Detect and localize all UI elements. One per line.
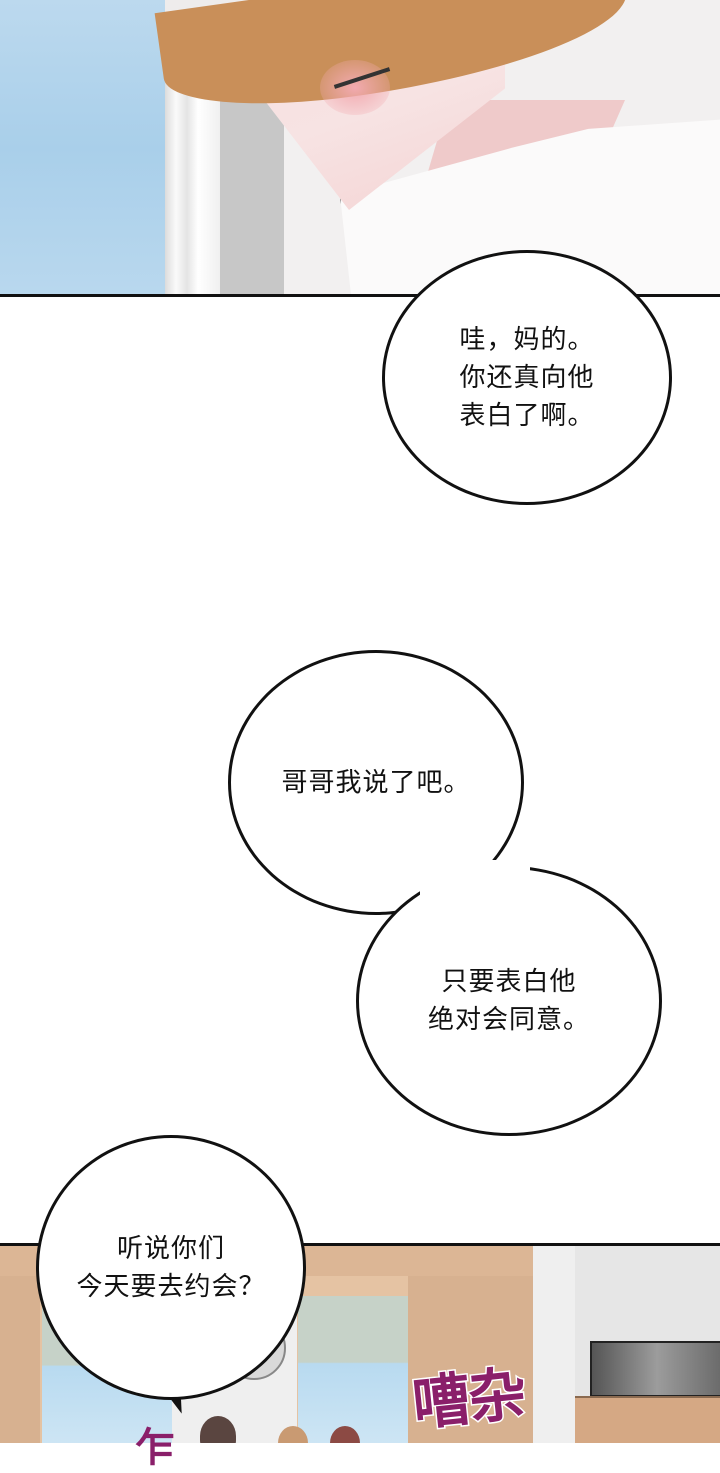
bubble-text-line: 哥哥我说了吧。 bbox=[281, 767, 471, 798]
panel-border bbox=[0, 294, 720, 297]
window bbox=[298, 1296, 408, 1443]
bubble-text-line: 你还真向他 bbox=[459, 362, 595, 393]
person-head bbox=[278, 1426, 308, 1443]
sound-effect-text: 嘈杂 bbox=[408, 1358, 530, 1440]
monitor bbox=[590, 1341, 720, 1397]
sound-effect-partial: 乍 bbox=[135, 1425, 175, 1471]
person-head bbox=[330, 1426, 360, 1443]
column bbox=[533, 1246, 575, 1443]
bubble-text-line: 今天要去约会？ bbox=[76, 1271, 266, 1302]
counter bbox=[575, 1396, 720, 1443]
bubble-text-line: 绝对会同意。 bbox=[427, 1005, 590, 1035]
speech-bubble-3: 听说你们 今天要去约会？ bbox=[36, 1135, 306, 1400]
bubble-text-line: 表白了啊。 bbox=[459, 400, 595, 431]
speech-bubble-1: 哇，妈的。 你还真向他 表白了啊。 bbox=[382, 250, 672, 505]
bubble-text-line: 只要表白他 bbox=[441, 967, 577, 997]
bubble-connector bbox=[420, 860, 530, 920]
bubble-text-line: 哇，妈的。 bbox=[459, 324, 595, 355]
comic-panel-top bbox=[0, 0, 720, 297]
person-head bbox=[200, 1416, 236, 1443]
sky-background bbox=[0, 0, 165, 297]
pillar bbox=[0, 1276, 40, 1443]
character-blush bbox=[320, 60, 390, 115]
bubble-text-line: 听说你们 bbox=[116, 1233, 225, 1264]
pillar bbox=[408, 1276, 533, 1443]
